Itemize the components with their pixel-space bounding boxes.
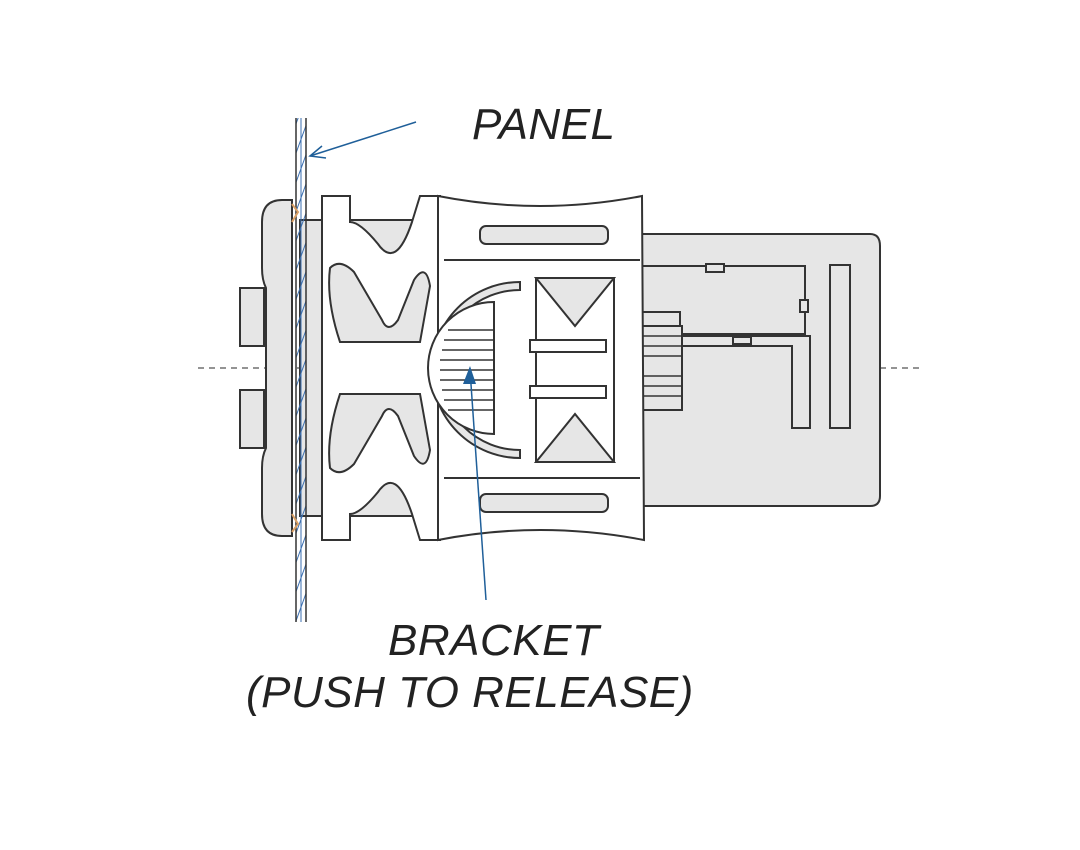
bracket-sublabel: (PUSH TO RELEASE) [246, 668, 694, 717]
front-bezel [239, 199, 293, 537]
top-slot [479, 225, 609, 245]
bottom-slot [479, 493, 609, 513]
panel-clip-accents [291, 203, 300, 533]
panel-plate [295, 118, 307, 622]
push-bracket [427, 280, 521, 460]
clip-slots [328, 262, 432, 474]
panel-leader-arrow [308, 121, 417, 159]
bracket-label: BRACKET [388, 616, 600, 665]
bracket-leader-arrow [463, 366, 487, 601]
panel-label: PANEL [472, 100, 616, 149]
bracket-clip [321, 195, 441, 541]
ribbed-block [639, 325, 683, 411]
actuator-window [529, 277, 617, 463]
